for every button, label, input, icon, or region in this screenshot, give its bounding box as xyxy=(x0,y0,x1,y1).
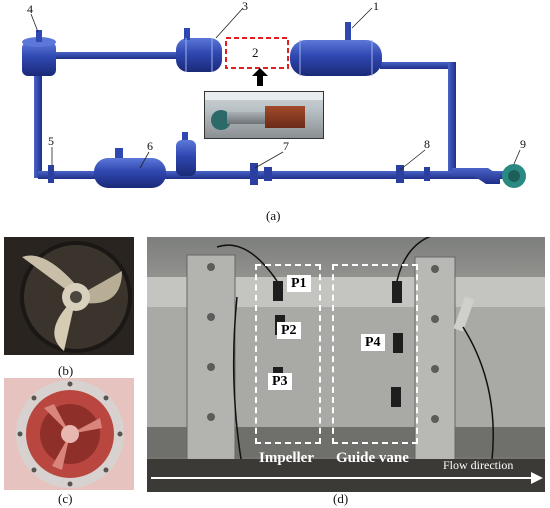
tank-1 xyxy=(290,40,382,76)
guide-vane-region-box xyxy=(332,264,418,444)
guide-vane-label: Guide vane xyxy=(336,450,409,466)
small-vessel xyxy=(176,140,196,176)
tank-3 xyxy=(176,38,222,72)
component-number: 6 xyxy=(147,139,153,153)
guide-vane-photo xyxy=(4,378,134,490)
component-number: 9 xyxy=(520,137,526,151)
caption-c: (c) xyxy=(58,491,73,506)
test-section-box xyxy=(225,37,289,69)
impeller-photo xyxy=(4,237,134,355)
component-number: 3 xyxy=(242,0,248,13)
sensor-setup-photo: P1 P2 P3 P4 Impeller Guide vane Flow dir… xyxy=(147,237,545,492)
component-number: 4 xyxy=(27,2,33,16)
valve-7 xyxy=(250,163,258,185)
probe-tag-p4: P4 xyxy=(361,334,385,352)
tank-4 xyxy=(22,42,56,76)
valve-8 xyxy=(396,165,404,183)
pipeline-diagram xyxy=(22,7,526,188)
left-vertical-pipe xyxy=(34,70,42,178)
impeller-label: Impeller xyxy=(259,450,314,466)
caption-b: (b) xyxy=(58,363,74,378)
schematic-panel: 4 3 1 2 5 6 7 8 9 (a) xyxy=(0,0,550,232)
component-number: 5 xyxy=(48,134,54,148)
probe-tag-p1: P1 xyxy=(287,275,311,293)
probe-tag-p2: P2 xyxy=(277,322,301,340)
up-arrow xyxy=(252,68,268,86)
pump-pipe xyxy=(452,168,500,184)
component-number: 8 xyxy=(424,137,430,151)
caption-a: (a) xyxy=(266,208,281,223)
flow-direction-label: Flow direction xyxy=(443,458,514,472)
valve-5 xyxy=(48,165,54,183)
component-number: 1 xyxy=(373,0,379,13)
probe-tag-p3: P3 xyxy=(268,373,292,391)
top-left-pipe xyxy=(42,52,182,59)
test-rig-inset-photo xyxy=(204,91,324,139)
top-right-pipe xyxy=(380,62,452,69)
impeller-region-box xyxy=(255,264,321,444)
tank-6 xyxy=(94,158,166,188)
flow-direction-arrow xyxy=(151,472,543,484)
component-number: 2 xyxy=(252,45,259,60)
caption-d: (d) xyxy=(333,491,349,506)
right-vertical-pipe xyxy=(448,62,456,174)
component-number: 7 xyxy=(283,139,289,153)
